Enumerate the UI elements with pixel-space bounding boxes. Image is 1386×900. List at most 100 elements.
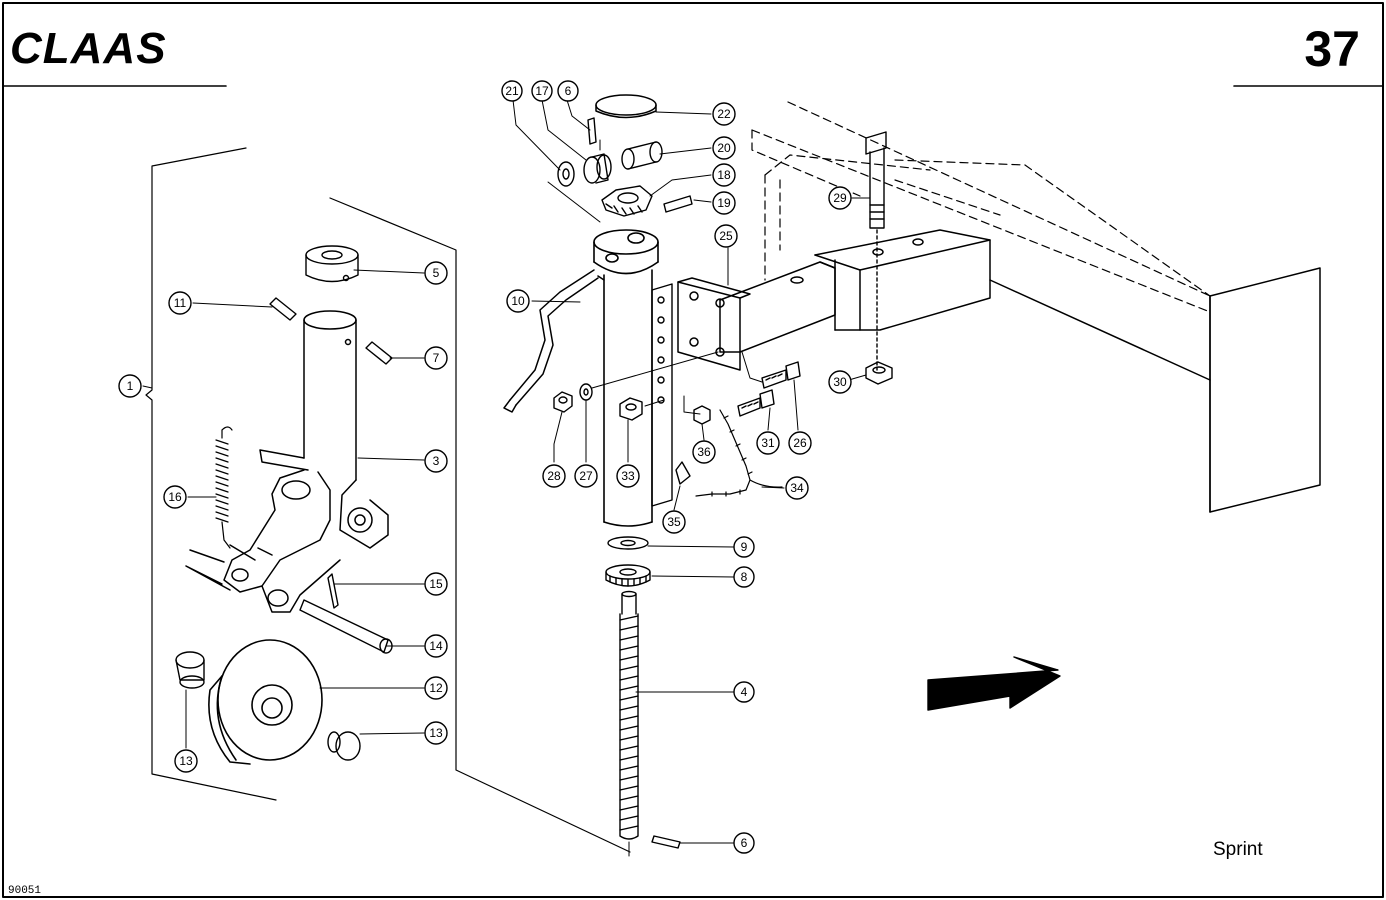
callout-12: 12 bbox=[424, 676, 448, 700]
svg-text:9: 9 bbox=[741, 540, 748, 554]
svg-text:14: 14 bbox=[429, 639, 443, 653]
svg-text:26: 26 bbox=[793, 436, 807, 450]
callout-33: 33 bbox=[616, 464, 640, 488]
callout-4: 4 bbox=[733, 681, 755, 703]
leg-tube-3 bbox=[259, 310, 357, 481]
callout-11: 11 bbox=[168, 291, 192, 315]
svg-text:21: 21 bbox=[505, 84, 519, 98]
callout-13-right: 13 bbox=[424, 721, 448, 745]
callout-1: 1 bbox=[118, 374, 142, 398]
svg-text:13: 13 bbox=[429, 726, 443, 740]
bolt-29 bbox=[865, 131, 887, 371]
svg-text:7: 7 bbox=[433, 351, 440, 365]
gear-8 bbox=[605, 564, 651, 587]
svg-text:10: 10 bbox=[511, 294, 525, 308]
callout-6-bottom: 6 bbox=[733, 832, 755, 854]
crank-handle-10 bbox=[503, 269, 605, 413]
callout-18: 18 bbox=[712, 163, 736, 187]
callout-7: 7 bbox=[424, 346, 448, 370]
sleeve-5 bbox=[305, 245, 359, 283]
guide-line-nut bbox=[644, 399, 665, 407]
mounting-plate bbox=[677, 277, 751, 371]
svg-text:19: 19 bbox=[717, 196, 731, 210]
svg-text:1: 1 bbox=[127, 379, 134, 393]
guide-line-top bbox=[547, 181, 601, 223]
bushing-13-left bbox=[175, 651, 205, 689]
callout-34: 34 bbox=[785, 476, 809, 500]
model-name: Sprint bbox=[1213, 839, 1263, 860]
callout-10: 10 bbox=[506, 289, 530, 313]
svg-text:4: 4 bbox=[741, 685, 748, 699]
callout-3: 3 bbox=[424, 449, 448, 473]
assembly-bracket bbox=[145, 147, 631, 853]
jack-tube bbox=[593, 229, 659, 527]
svg-text:15: 15 bbox=[429, 577, 443, 591]
callout-35: 35 bbox=[662, 510, 686, 534]
callout-6-top: 6 bbox=[557, 80, 579, 102]
svg-text:30: 30 bbox=[833, 375, 847, 389]
pin-6-top bbox=[587, 117, 597, 145]
callout-27: 27 bbox=[574, 464, 598, 488]
svg-text:16: 16 bbox=[168, 490, 182, 504]
svg-text:22: 22 bbox=[717, 107, 731, 121]
leader-lines bbox=[142, 99, 871, 844]
guide-line-plate bbox=[591, 351, 719, 389]
callout-29: 29 bbox=[828, 186, 852, 210]
svg-text:36: 36 bbox=[697, 445, 711, 459]
svg-text:29: 29 bbox=[833, 191, 847, 205]
svg-text:6: 6 bbox=[565, 84, 572, 98]
svg-text:34: 34 bbox=[790, 481, 804, 495]
chain-34 bbox=[695, 409, 783, 497]
washer-9 bbox=[607, 536, 649, 550]
callout-19: 19 bbox=[712, 191, 736, 215]
callout-17: 17 bbox=[531, 80, 553, 102]
callout-5: 5 bbox=[424, 261, 448, 285]
pin-15 bbox=[327, 573, 339, 609]
bolt-26 bbox=[761, 361, 801, 389]
page-number: 37 bbox=[1304, 21, 1360, 77]
spring-16 bbox=[215, 426, 233, 549]
callout-15: 15 bbox=[424, 572, 448, 596]
spring-clip-35 bbox=[675, 461, 691, 485]
travel-direction-arrow-icon bbox=[927, 656, 1061, 711]
bolt-31 bbox=[737, 389, 775, 417]
callout-25: 25 bbox=[714, 224, 738, 248]
callout-31: 31 bbox=[756, 431, 780, 455]
svg-text:3: 3 bbox=[433, 454, 440, 468]
svg-text:12: 12 bbox=[429, 681, 443, 695]
pin-19 bbox=[663, 195, 693, 213]
tractor-frame-plate bbox=[989, 267, 1321, 513]
pin-6-bottom bbox=[651, 835, 681, 849]
svg-text:31: 31 bbox=[761, 436, 775, 450]
svg-text:28: 28 bbox=[547, 469, 561, 483]
washer-27 bbox=[579, 383, 593, 401]
callout-20: 20 bbox=[712, 136, 736, 160]
nut-33 bbox=[619, 397, 643, 421]
svg-text:33: 33 bbox=[621, 469, 635, 483]
hole-strip bbox=[651, 283, 673, 507]
callout-22: 22 bbox=[712, 102, 736, 126]
nut-28 bbox=[553, 391, 573, 413]
svg-text:35: 35 bbox=[667, 515, 681, 529]
callout-13-left: 13 bbox=[174, 749, 198, 773]
nut-36 bbox=[693, 405, 711, 425]
washer-21 bbox=[557, 161, 575, 187]
svg-text:25: 25 bbox=[719, 229, 733, 243]
swing-arm bbox=[185, 469, 389, 613]
wheel-12 bbox=[208, 639, 323, 765]
svg-text:27: 27 bbox=[579, 469, 593, 483]
svg-text:11: 11 bbox=[174, 296, 187, 310]
svg-text:17: 17 bbox=[535, 84, 549, 98]
svg-text:18: 18 bbox=[717, 168, 731, 182]
svg-text:6: 6 bbox=[741, 836, 748, 850]
bevel-gear-17 bbox=[583, 153, 612, 184]
mounting-tube bbox=[719, 229, 991, 353]
guide-line-bolts bbox=[741, 351, 763, 383]
brand-logo: CLAAS bbox=[10, 24, 167, 73]
pin-11 bbox=[269, 297, 297, 321]
guide-line-nut36 bbox=[683, 395, 701, 415]
svg-text:8: 8 bbox=[741, 570, 748, 584]
